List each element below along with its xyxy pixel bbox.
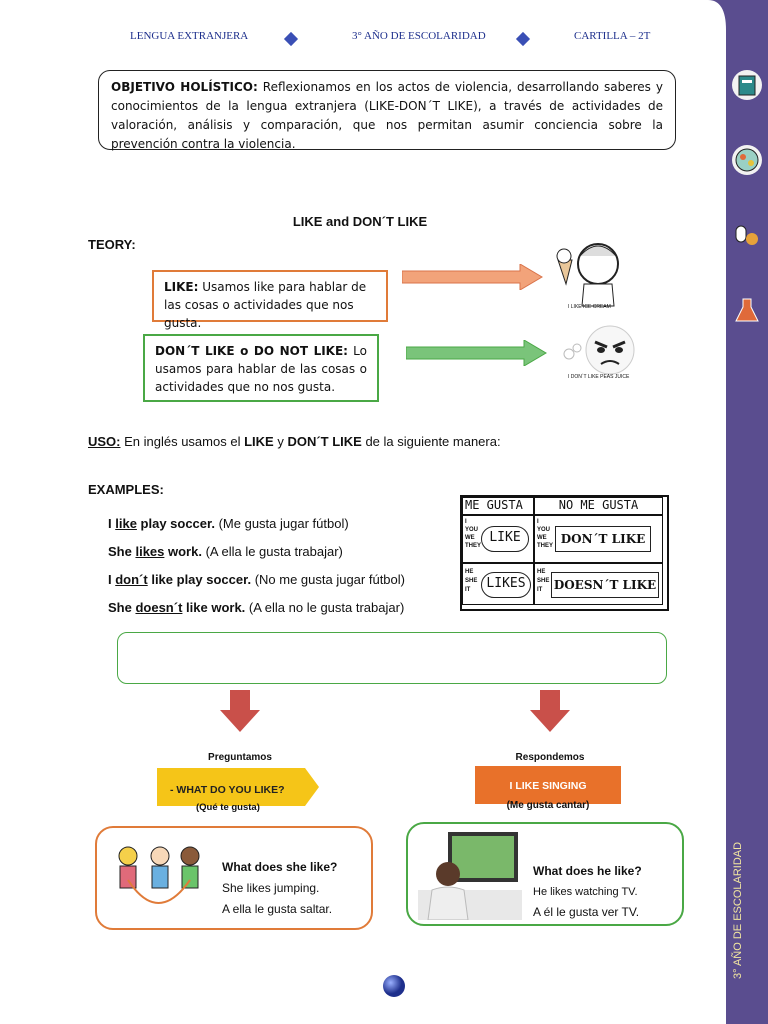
book-icon — [732, 70, 762, 100]
table-header-no-me-gusta: NO ME GUSTA — [534, 497, 663, 515]
uso-text: de la siguiente manera: — [361, 434, 501, 449]
theory-label: TEORY: — [88, 237, 136, 252]
kids-jumping-icon — [118, 846, 200, 904]
like-label: LIKE: — [164, 280, 199, 294]
like-table: ME GUSTA NO ME GUSTA I YOU WE THEY LIKE … — [460, 495, 669, 611]
example-line: She doesn´t like work. (A ella no le gus… — [108, 600, 405, 615]
card-tv — [406, 822, 684, 926]
table-header-me-gusta: ME GUSTA — [462, 497, 534, 515]
uso-label: USO: — [88, 434, 121, 449]
dont-like-caption: I DON´T LIKE PEAS JUICE — [568, 374, 630, 380]
card2-question: What does he like? — [533, 864, 642, 878]
like-pill: LIKE — [481, 526, 529, 552]
booklet-header: CARTILLA – 2T — [574, 30, 651, 42]
example-line: I don´t like play soccer. (No me gusta j… — [108, 572, 405, 587]
answer-translation: (Me gusta cantar) — [506, 800, 590, 811]
likes-pill: LIKES — [481, 572, 531, 598]
answer-banner — [475, 766, 621, 804]
globe-icon — [732, 145, 762, 175]
uso-dont: DON´T LIKE — [287, 434, 362, 449]
answer-label: Respondemos — [515, 752, 585, 763]
like-text: Usamos like para hablar de las cosas o a… — [164, 280, 367, 330]
question-banner — [157, 768, 319, 806]
objective-box: OBJETIVO HOLÍSTICO: Reflexionamos en los… — [98, 70, 676, 151]
question-translation: (Qué te gusta) — [196, 802, 260, 813]
card1-question: What does she like? — [222, 860, 338, 874]
arrow-right-icon — [406, 340, 547, 366]
doesnt-like-pill: DOESN´T LIKE — [551, 572, 659, 598]
arrow-down-icon — [530, 690, 570, 732]
card1-answer: She likes jumping. — [222, 881, 320, 895]
uso-line: USO: En inglés usamos el LIKE y DON´T LI… — [88, 434, 501, 449]
answer-text: I LIKE SINGING — [509, 780, 587, 792]
man-watching-tv-icon — [418, 832, 522, 920]
page-orb-icon — [383, 975, 405, 997]
table-pronouns: I YOU WE THEY — [537, 519, 554, 549]
uso-like: LIKE — [244, 434, 274, 449]
example-line: I like play soccer. (Me gusta jugar fútb… — [108, 516, 349, 531]
dont-like-definition-box: DON´T LIKE o DO NOT LIKE: Lo usamos para… — [143, 334, 379, 402]
ask-label: Preguntamos — [208, 752, 272, 763]
diamond-icon — [515, 31, 531, 47]
table-cell: I YOU WE THEY DON´T LIKE — [534, 515, 663, 563]
table-pronouns: HE SHE IT — [465, 569, 478, 593]
table-cell: HE SHE IT LIKES — [462, 563, 534, 605]
table-pronouns: I YOU WE THEY — [465, 519, 482, 549]
example-line: She likes work. (A ella le gusta trabaja… — [108, 544, 343, 559]
flask-icon — [732, 295, 762, 325]
arrow-right-icon — [402, 264, 543, 290]
card-jumping — [95, 826, 373, 930]
card2-answer: He likes watching TV. — [533, 886, 638, 898]
dont-like-pill: DON´T LIKE — [555, 526, 651, 552]
angry-face-icon — [563, 325, 635, 375]
sidebar-curve — [708, 0, 768, 60]
like-caption: I LIKE ICE CREAM — [568, 304, 611, 310]
uso-text: y — [273, 434, 288, 449]
pills-icon — [732, 220, 762, 250]
empty-answer-box — [117, 632, 667, 684]
examples-label: EXAMPLES: — [88, 482, 164, 497]
card2-translation: A él le gusta ver TV. — [533, 905, 640, 919]
arrow-down-icon — [220, 690, 260, 732]
objective-text: Reflexionamos en los actos de violencia,… — [111, 80, 663, 151]
girl-icecream-icon — [556, 243, 619, 307]
objective-label: OBJETIVO HOLÍSTICO: — [111, 80, 258, 94]
dont-like-text: Lo usamos para hablar de las cosas o act… — [155, 344, 367, 394]
like-definition-box: LIKE: Usamos like para hablar de las cos… — [152, 270, 388, 330]
uso-text: En inglés usamos el — [120, 434, 245, 449]
table-pronouns: HE SHE IT — [537, 569, 550, 593]
table-cell: I YOU WE THEY LIKE — [462, 515, 534, 563]
grade-header: 3° AÑO DE ESCOLARIDAD — [352, 30, 486, 42]
sidebar-label: 3° AÑO DE ESCOLARIDAD — [732, 841, 744, 979]
section-title: LIKE and DON´T LIKE — [292, 214, 428, 229]
diamond-icon — [283, 31, 299, 47]
question-text: - WHAT DO YOU LIKE? — [170, 784, 285, 796]
table-cell: HE SHE IT DOESN´T LIKE — [534, 563, 663, 605]
dont-like-label: DON´T LIKE o DO NOT LIKE: — [155, 344, 348, 358]
subject-header: LENGUA EXTRANJERA — [130, 30, 249, 42]
card1-translation: A ella le gusta saltar. — [222, 902, 333, 916]
